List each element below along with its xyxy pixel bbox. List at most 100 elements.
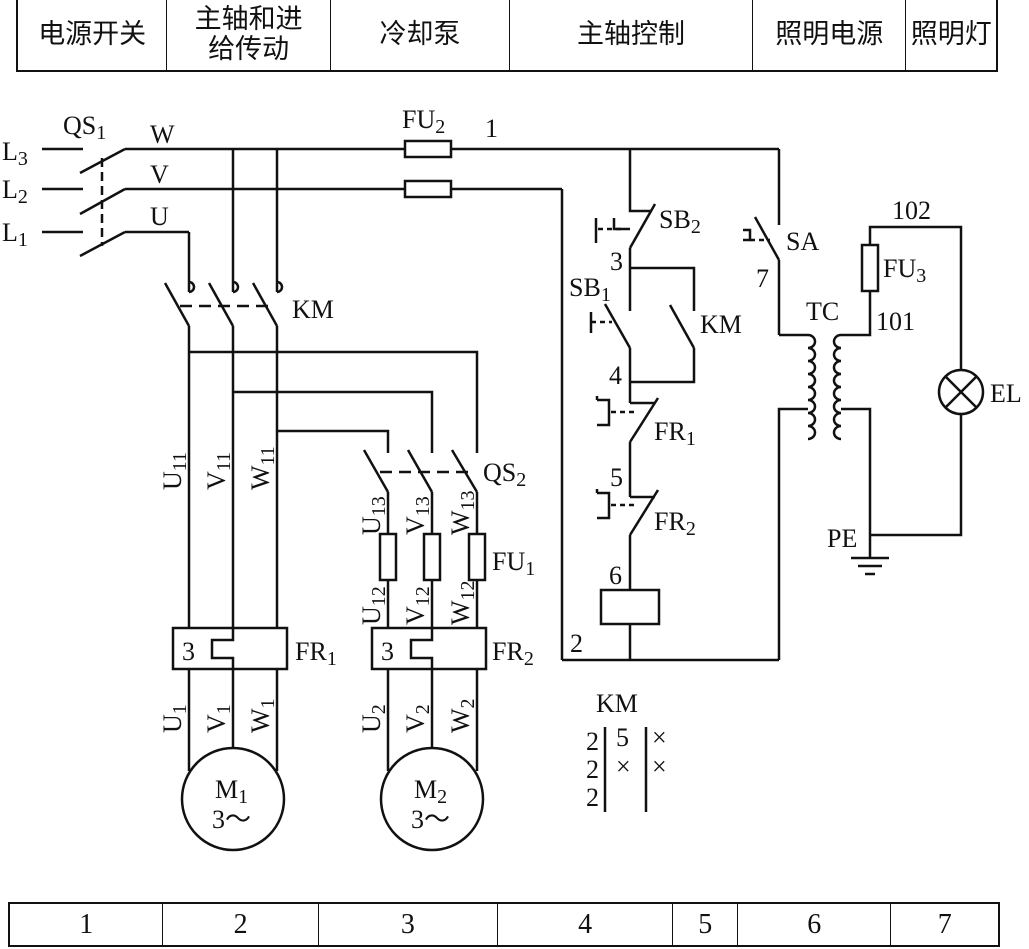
zone-number-table: 1 2 3 4 5 6 7: [8, 902, 1000, 947]
label-el: EL: [990, 379, 1022, 408]
fu1-fuse-2: [422, 532, 442, 582]
zone-3: 3: [319, 904, 499, 945]
sb2-button: [612, 218, 630, 231]
wiring: [42, 139, 985, 852]
zone-2: 2: [163, 904, 319, 945]
km-coil: [599, 588, 661, 626]
label-qs2: QS2: [483, 458, 526, 491]
label-tc: TC: [806, 297, 839, 326]
zone-5: 5: [673, 904, 739, 945]
sa-actuator: [743, 228, 752, 242]
label-u11: U11: [158, 452, 191, 490]
wire-1-to-sb2: [628, 149, 652, 213]
label-m2-phase: 3～: [411, 805, 450, 834]
km-table-c2-r1: 5: [616, 723, 629, 752]
label-l3: L3: [2, 137, 28, 170]
label-km-aux: KM: [700, 310, 742, 339]
zone-6: 6: [738, 904, 892, 945]
label-w: W: [150, 120, 175, 149]
label-node-5: 5: [610, 463, 623, 492]
label-u: U: [150, 202, 169, 231]
tap-w-to-qs2: [277, 429, 390, 453]
wire-102: [868, 225, 963, 370]
label-v13: V13: [401, 496, 434, 535]
wire-3-km: [630, 266, 696, 311]
tap-u-to-qs2: [189, 350, 479, 453]
label-fr1-contact: FR1: [654, 417, 696, 450]
label-fr2: FR2: [492, 637, 534, 670]
label-node-4: 4: [609, 361, 622, 390]
label-qs1: QS1: [63, 111, 106, 144]
fu1-fuse-1: [378, 532, 398, 582]
fr2-contact-blade: [628, 489, 660, 536]
label-w1: W1: [246, 698, 279, 733]
label-v12: V12: [401, 586, 434, 625]
fr1-thermal: [597, 398, 611, 427]
label-fr1-count: 3: [182, 637, 195, 666]
label-sa: SA: [786, 227, 819, 256]
wire-101: [841, 291, 872, 337]
tc-primary-coil: [807, 333, 817, 441]
zone-4: 4: [498, 904, 674, 945]
km-table-c1-r2: 2: [586, 755, 599, 784]
label-w2: W2: [446, 698, 479, 733]
fr2-heater: [370, 626, 488, 671]
header-lighting-power: 照明电源: [753, 0, 907, 70]
sb1-blade: [603, 303, 632, 349]
fr1-heater-element: [210, 628, 235, 669]
km-table-title: KM: [596, 689, 638, 718]
label-w12: W12: [446, 580, 479, 625]
tap-v-to-qs2: [233, 390, 434, 453]
km-aux-blade: [668, 304, 696, 349]
label-m2: M2: [414, 775, 447, 808]
fr2-thermal: [597, 491, 611, 520]
motor-m1: [180, 746, 286, 852]
label-sb2: SB2: [659, 205, 701, 238]
fu3-fuse: [860, 243, 880, 293]
label-u13: U13: [357, 496, 390, 535]
zone-1: 1: [10, 904, 164, 945]
km-blade-u: [163, 282, 191, 327]
km-arc-w: [276, 280, 284, 294]
tc-secondary-return: [841, 407, 872, 558]
label-node-101: 101: [876, 307, 915, 336]
wire-lamp-return: [870, 414, 963, 537]
lamp-cross-2: [944, 375, 978, 409]
label-v: V: [150, 160, 169, 189]
tc-secondary-coil: [832, 333, 842, 441]
label-fu1: FU1: [492, 547, 535, 580]
km-table-c2-r2: ×: [616, 752, 631, 781]
label-fr1: FR1: [295, 637, 337, 670]
label-u1: U1: [158, 704, 191, 733]
km-table-c1-r1: 2: [586, 727, 599, 756]
km-table-c1-r3: 2: [586, 783, 599, 812]
motor-m2: [379, 746, 485, 852]
label-u2: U2: [357, 704, 390, 733]
wire-4-km: [630, 348, 696, 384]
km-arc-v: [232, 280, 240, 294]
zone-7: 7: [937, 908, 952, 940]
function-header-table: 电源开关 主轴和进给传动 冷却泵 主轴控制 照明电源 照明灯: [16, 0, 998, 72]
fu2-fuse-2: [403, 179, 453, 199]
sb2-blade: [628, 203, 657, 249]
label-w13: W13: [446, 490, 479, 535]
header-lighting-lamp: 照明灯: [910, 19, 992, 50]
tc-primary-return: [777, 407, 808, 660]
label-node-6: 6: [609, 561, 622, 590]
fu2-fuse-1: [403, 139, 453, 159]
km-blade-w: [251, 282, 279, 327]
label-fu2: FU2: [402, 105, 445, 138]
fr2-heater-element: [409, 628, 434, 669]
km-blade-v: [207, 282, 235, 327]
header-spindle-feed: 主轴和进给传动: [167, 0, 331, 70]
label-node-1: 1: [485, 114, 498, 143]
label-fu3: FU3: [883, 254, 926, 287]
label-v11: V11: [202, 452, 235, 490]
sa-blade: [753, 216, 781, 261]
label-node-7: 7: [756, 264, 769, 293]
label-node-2: 2: [570, 629, 583, 658]
header-spindle-control: 主轴控制: [510, 0, 754, 70]
label-km-main: KM: [292, 295, 334, 324]
label-fr2-contact: FR2: [654, 507, 696, 540]
